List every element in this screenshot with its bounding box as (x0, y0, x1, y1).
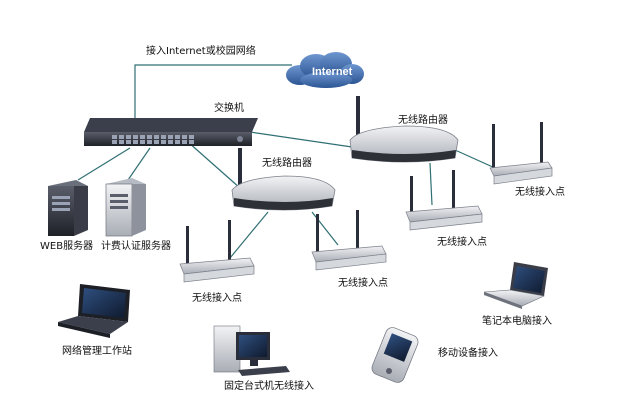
line-switch-web-server (77, 147, 131, 181)
ap-center-device (311, 210, 387, 271)
mgmt-laptop-device (58, 284, 130, 338)
router-top-label: 无线路由器 (398, 115, 448, 126)
line-router-top-ap-center-right (429, 162, 433, 206)
auth-server-device (105, 178, 146, 237)
desktop-label: 固定台式机无线接入 (224, 381, 314, 392)
mobile-device (371, 327, 419, 383)
ap-left-label: 无线接入点 (192, 293, 242, 304)
line-router-mid-ap-center (311, 211, 339, 246)
line-router-top-ap-right (454, 149, 496, 169)
switch-device (84, 118, 258, 146)
uplink-line (134, 64, 292, 118)
laptop-right-label: 笔记本电脑接入 (482, 316, 552, 327)
line-router-mid-ap-left (229, 211, 269, 259)
router-mid-device (231, 148, 336, 211)
ap-right-label: 无线接入点 (515, 187, 565, 198)
mobile-label: 移动设备接入 (438, 348, 498, 359)
switch-label: 交换机 (214, 103, 244, 114)
ap-center-right-device (405, 170, 483, 231)
connection-lines (77, 64, 496, 259)
desktop-pc-device (213, 325, 290, 376)
ap-right-device (489, 122, 553, 185)
internet-cloud (286, 52, 364, 88)
right-laptop-device (483, 262, 548, 309)
auth-server-label: 计费认证服务器 (101, 241, 171, 252)
line-switch-auth-server (127, 147, 151, 181)
router-mid-label: 无线路由器 (262, 158, 312, 169)
line-switch-router-top (249, 131, 353, 148)
ap-center-right-label: 无线接入点 (437, 237, 487, 248)
ap-center-label: 无线接入点 (338, 278, 388, 289)
mgmt-station-label: 网络管理工作站 (62, 346, 132, 357)
web-server-label: WEB服务器 (40, 241, 94, 252)
uplink-label: 接入Internet或校园网络 (146, 46, 256, 57)
router-top-device (349, 96, 459, 163)
web-server-device (48, 180, 88, 236)
line-switch-router-mid (187, 141, 241, 189)
ap-left-device (179, 220, 255, 283)
internet-label: Internet (312, 66, 353, 78)
